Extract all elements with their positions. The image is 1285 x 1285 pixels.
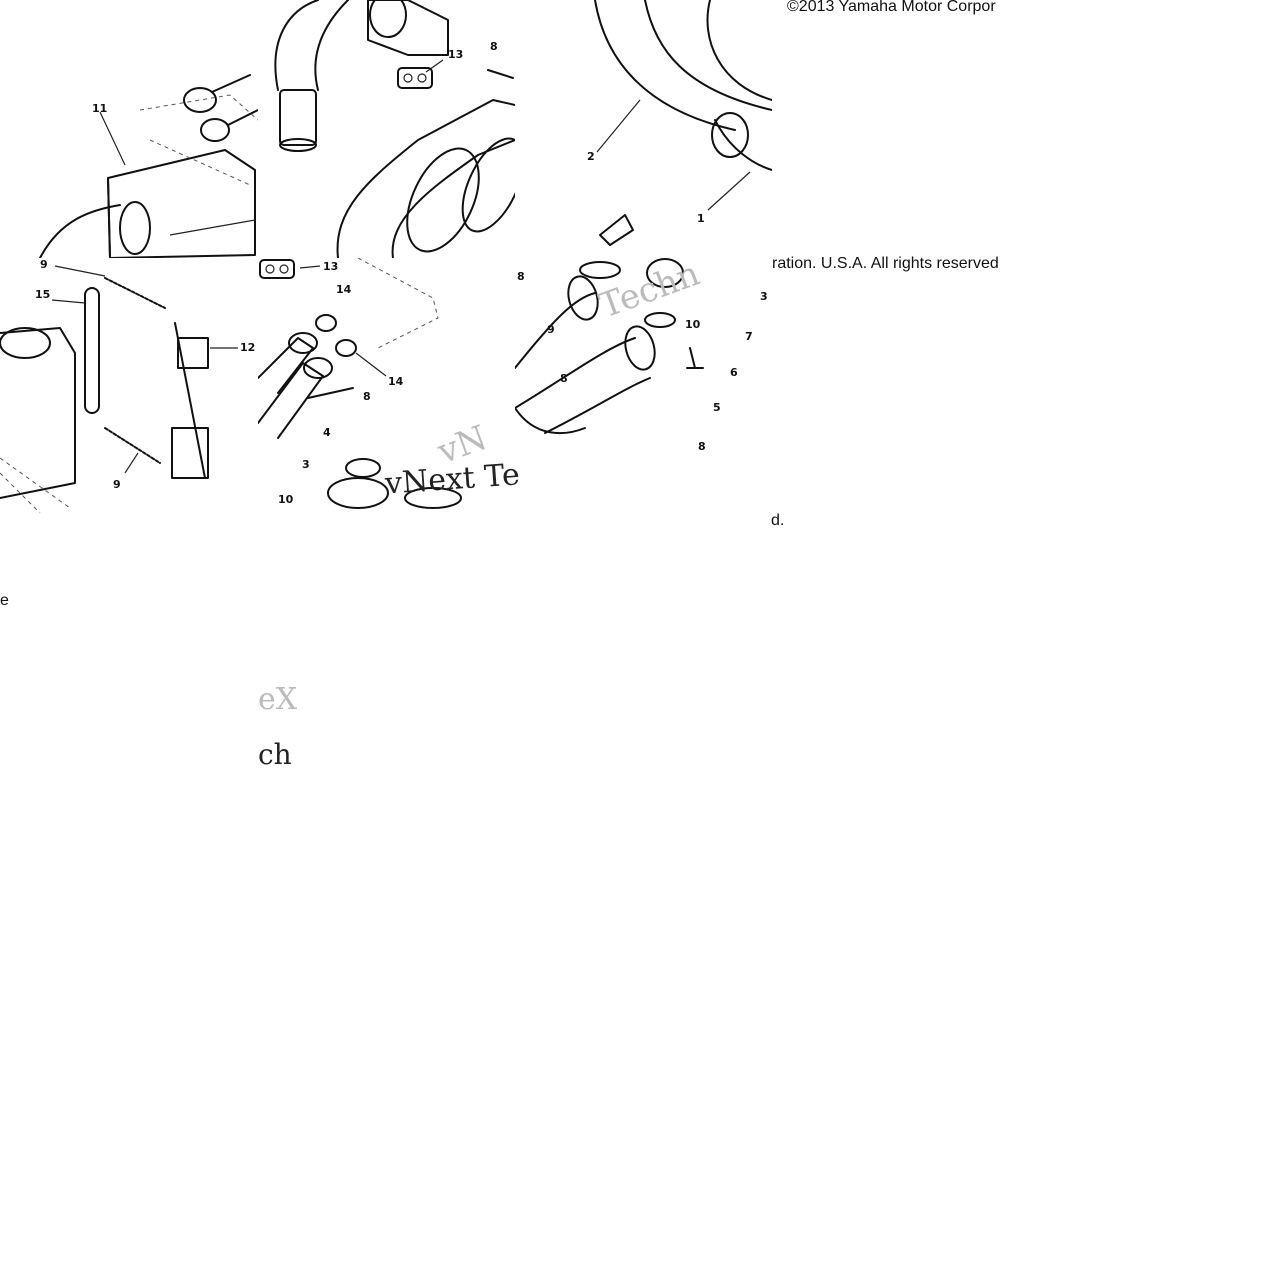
diagram-tile-mid-left: 9 15 12 9: [0, 258, 258, 515]
exhaust-header-drawing: 2 1: [587, 0, 772, 246]
exhaust-muffler-drawing: 11: [39, 74, 258, 258]
callout-label: 7: [745, 330, 753, 343]
callout-label: 9: [113, 478, 121, 491]
callout-label: 8: [363, 390, 371, 403]
callout-label: 8: [560, 372, 568, 385]
copyright-text-mid: ration. U.S.A. All rights reserved: [772, 255, 999, 272]
exhaust-flange-drawing: 8 3 10 7 6 5 8 8 9: [515, 258, 768, 453]
copyright-text-bottom: d.: [771, 512, 785, 529]
callout-label: 11: [92, 102, 107, 115]
diagram-tile-top-mid: 13 8: [258, 0, 515, 258]
copyright-fragment-left: e: [0, 592, 9, 609]
diagram-tile-mid-right: 8 3 10 7 6 5 8 8 9: [515, 258, 772, 515]
callout-label: 2: [587, 150, 595, 163]
callout-label: 3: [760, 290, 768, 303]
callout-label: 13: [448, 48, 463, 61]
watermark-fragment: eX: [258, 682, 298, 717]
diagram-tile-mid-center: 13 14 14 8 4 3 10: [258, 258, 515, 515]
callout-label: 14: [388, 375, 404, 388]
callout-label: 15: [35, 288, 50, 301]
exhaust-pipes-drawing: 13 8: [274, 0, 515, 258]
callout-label: 12: [240, 341, 255, 354]
callout-label: 3: [302, 458, 310, 471]
callout-label: 10: [278, 493, 294, 506]
callout-label: 13: [323, 260, 338, 273]
callout-label: 6: [730, 366, 738, 379]
callout-label: 10: [685, 318, 701, 331]
watermark-fragment: ch: [258, 738, 292, 771]
callout-label: 9: [40, 258, 48, 271]
callout-label: 4: [323, 426, 331, 439]
diagram-tile-top-left: 11: [0, 0, 258, 258]
exhaust-joint-drawing: 13 14 14 8 4 3 10: [258, 258, 462, 509]
callout-label: 14: [336, 283, 352, 296]
callout-label: 8: [490, 40, 498, 53]
muffler-bracket-drawing: 9 15 12 9: [0, 258, 255, 514]
diagram-tile-top-right: 2 1: [515, 0, 772, 258]
copyright-text-top: ©2013 Yamaha Motor Corpor: [787, 0, 996, 15]
callout-label: 8: [517, 270, 525, 283]
callout-label: 9: [547, 323, 555, 336]
callout-label: 5: [713, 401, 721, 414]
callout-label: 1: [697, 212, 705, 225]
callout-label: 8: [698, 440, 706, 453]
